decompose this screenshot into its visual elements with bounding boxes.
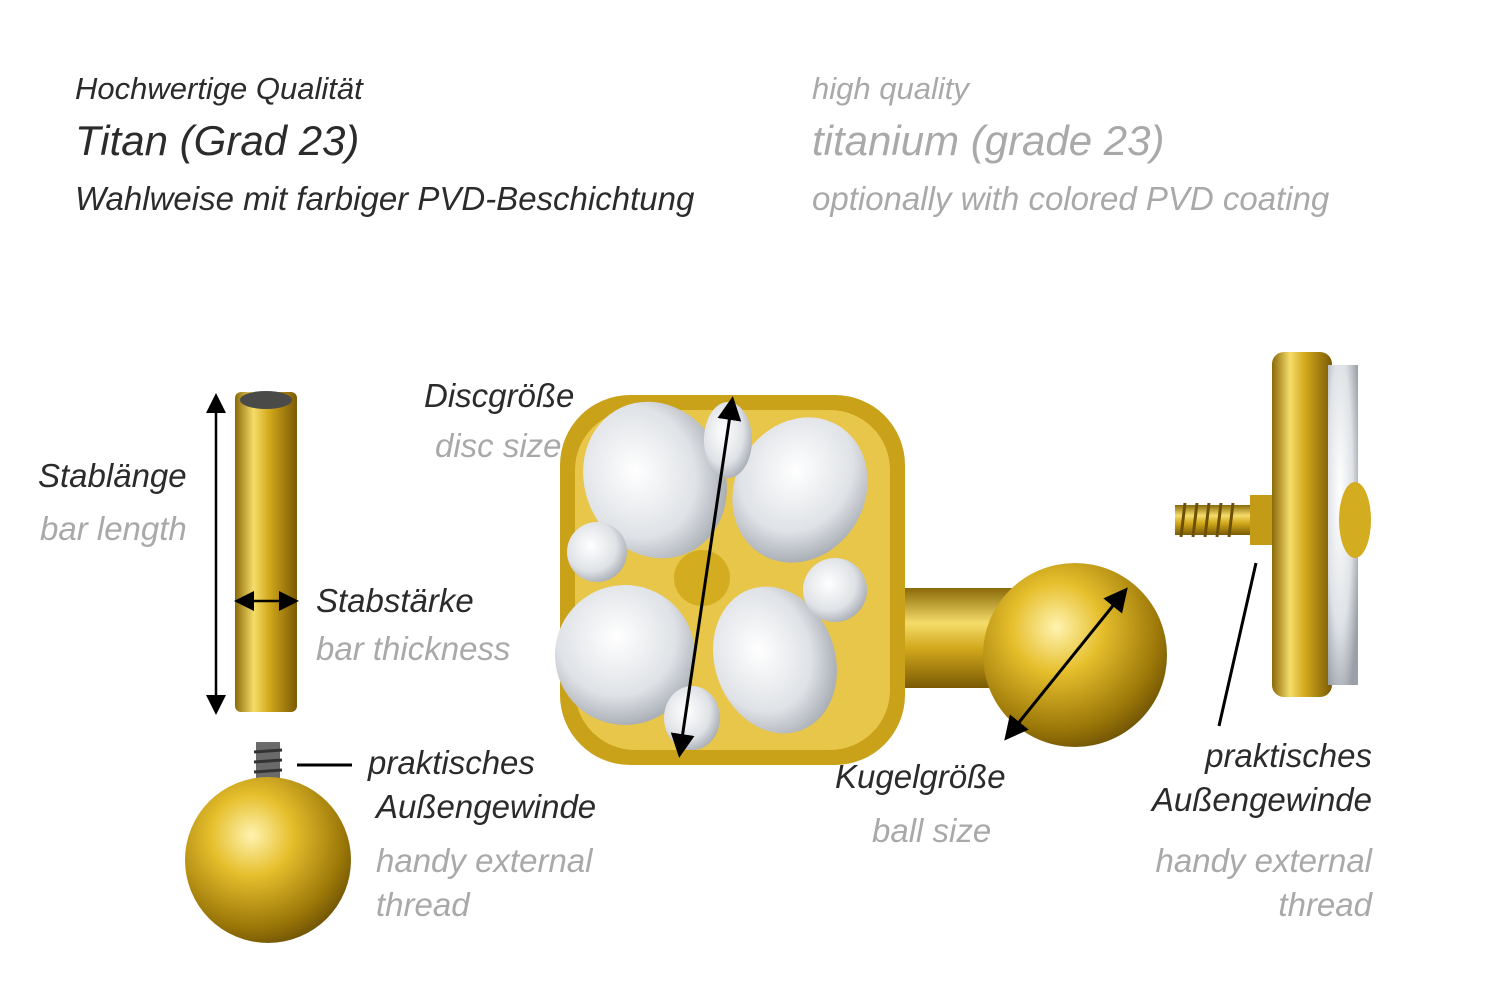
quality-de: Hochwertige Qualität [75,71,363,106]
thread-left-de1: praktisches [368,744,535,781]
bar-length-en: bar length [40,510,187,547]
ball-size-de: Kugelgröße [835,758,1006,795]
flower-disc [555,395,905,765]
coating-en: optionally with colored PVD coating [812,180,1330,217]
bar-part [206,391,299,715]
quality-en: high quality [812,71,969,106]
disc-size-en: disc size [435,427,562,464]
material-en: titanium (grade 23) [812,117,1165,164]
thread-right-de2: Außengewinde [1151,781,1372,818]
thread-right-de1: praktisches [1205,737,1372,774]
bar-thickness-en: bar thickness [316,630,511,667]
bar-length-de: Stablänge [38,457,187,494]
thread-right-en1: handy external [1155,842,1372,879]
side-view-disc [1175,352,1371,727]
material-de: Titan (Grad 23) [75,117,360,164]
ball-size-en: ball size [872,812,992,849]
thread-left-de2: Außengewinde [376,788,597,825]
bar-thickness-de: Stabstärke [316,582,474,619]
coating-de: Wahlweise mit farbiger PVD-Beschichtung [75,180,695,217]
disc-size-de: Discgröße [424,377,575,414]
ball-with-thread [185,742,352,943]
thread-left-en1: handy external [376,842,593,879]
thread-left-en2: thread [376,886,470,923]
thread-right-en2: thread [1278,886,1372,923]
